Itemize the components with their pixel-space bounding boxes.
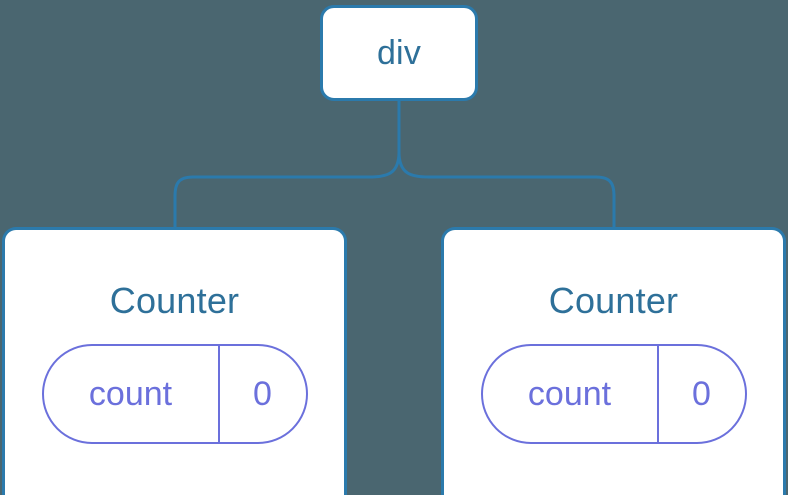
state-value-cell-left: 0 [220, 346, 306, 442]
state-value-cell-right: 0 [659, 346, 745, 442]
node-counter-left-label: Counter [109, 280, 240, 321]
state-value-right: 0 [692, 375, 711, 413]
state-key-cell-left: count [44, 346, 220, 442]
connector-to-counter-right [397, 151, 616, 228]
node-counter-left[interactable]: Counter count 0 [2, 227, 347, 495]
state-key-left: count [88, 375, 173, 413]
state-key-right: count [527, 375, 612, 413]
state-key-cell-right: count [483, 346, 659, 442]
node-counter-right-label: Counter [548, 280, 679, 321]
state-value-left: 0 [253, 375, 272, 413]
node-div[interactable]: div [320, 5, 478, 101]
connector-to-counter-left [173, 151, 401, 228]
node-div-label: div [376, 34, 422, 72]
node-counter-right[interactable]: Counter count 0 [441, 227, 786, 495]
state-pill-right[interactable]: count 0 [480, 344, 747, 444]
state-pill-left[interactable]: count 0 [41, 344, 308, 444]
